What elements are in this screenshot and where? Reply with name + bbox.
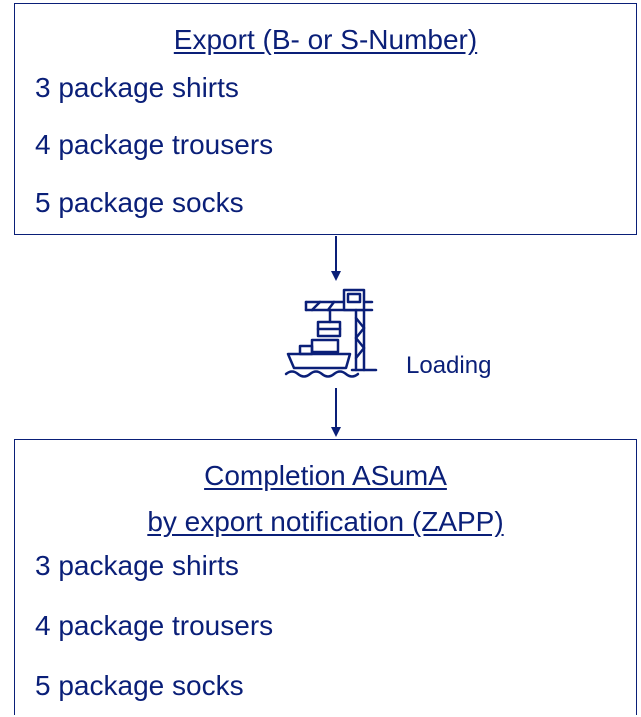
completion-item-shirts: 3 package shirts	[35, 550, 239, 581]
completion-item-socks: 5 package socks	[35, 670, 244, 701]
completion-box: Completion ASumA by export notification …	[14, 439, 637, 715]
export-box: Export (B- or S-Number) 3 package shirts…	[14, 3, 637, 235]
export-item-shirts: 3 package shirts	[35, 72, 239, 103]
completion-box-title-line-2: by export notification (ZAPP)	[147, 506, 504, 537]
ship-crane-icon	[284, 288, 378, 378]
export-item-socks: 5 package socks	[35, 187, 244, 218]
export-item-trousers: 4 package trousers	[35, 129, 274, 160]
loading-label: Loading	[406, 352, 492, 379]
export-box-title: Export (B- or S-Number)	[173, 24, 478, 55]
completion-item-trousers: 4 package trousers	[35, 610, 274, 641]
completion-box-title-line-1: Completion ASumA	[204, 460, 447, 491]
